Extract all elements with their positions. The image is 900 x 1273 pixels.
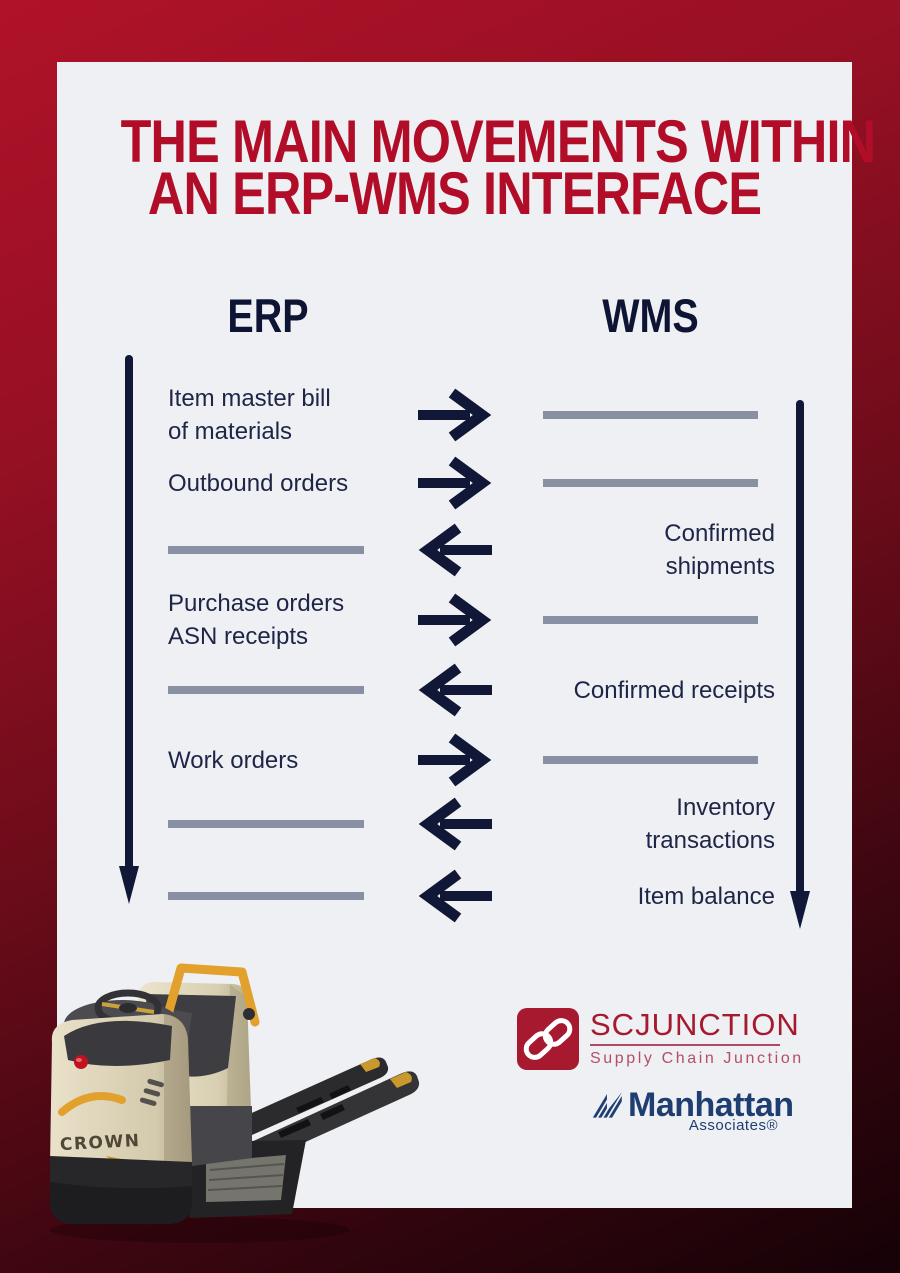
flow-row: Item master bill of materials <box>57 380 852 450</box>
title-line-1: THE MAIN MOVEMENTS WITHIN <box>120 108 876 175</box>
wms-label: Confirmed shipments <box>664 520 775 580</box>
arrow-right-icon <box>418 456 492 510</box>
rear-body: CROWN <box>50 989 192 1224</box>
scjunction-wordmark: SCJUNCTION Supply Chain Junction <box>590 1007 804 1068</box>
mast-handle <box>162 963 260 1027</box>
wms-label: Confirmed receipts <box>573 676 775 704</box>
wms-line <box>543 756 758 764</box>
erp-label: Item master bill of materials <box>168 385 331 445</box>
arrow-right-icon <box>418 388 492 442</box>
erp-line <box>168 892 364 900</box>
striped-peaks-icon <box>592 1092 622 1118</box>
forklift-image: CROWN <box>50 963 420 1243</box>
step-grid <box>207 1163 285 1191</box>
scjunction-tagline: Supply Chain Junction <box>590 1050 804 1067</box>
flow-row: Inventory transactions <box>57 789 852 859</box>
erp-label: Purchase orders ASN receipts <box>168 590 345 650</box>
flow-row: Purchase orders ASN receipts <box>57 585 852 655</box>
scjunction-logo: SCJUNCTION Supply Chain Junction <box>517 1007 804 1070</box>
arrow-left-icon <box>418 797 492 851</box>
flow-row: Confirmed receipts <box>57 655 852 725</box>
flow-row: Work orders <box>57 725 852 795</box>
arrow-left-icon <box>418 869 492 923</box>
arrow-down-icon <box>790 400 810 929</box>
wms-line <box>543 479 758 487</box>
arrow-down-icon <box>119 355 139 904</box>
page-title: THE MAIN MOVEMENTS WITHIN AN ERP-WMS INT… <box>57 108 876 227</box>
scjunction-name: SCJUNCTION <box>590 1007 800 1042</box>
erp-line <box>168 820 364 828</box>
manhattan-name: Manhattan <box>628 1086 794 1124</box>
wms-line <box>543 616 758 624</box>
manhattan-associates-text: Associates® <box>688 1117 778 1134</box>
wms-label: Inventory transactions <box>645 794 775 854</box>
arrow-right-icon <box>418 733 492 787</box>
title-line-2: AN ERP-WMS INTERFACE <box>147 160 762 227</box>
scjunction-divider <box>590 1044 780 1046</box>
vents <box>139 1078 164 1106</box>
erp-line <box>168 686 364 694</box>
grab-bar <box>58 1092 126 1116</box>
flow-row: Outbound orders <box>57 448 852 518</box>
crown-brand-text: CROWN <box>59 1131 140 1155</box>
erp-label: Outbound orders <box>168 469 349 497</box>
wms-line <box>543 411 758 419</box>
wms-label: Item balance <box>637 882 775 910</box>
erp-label: Work orders <box>168 746 299 774</box>
erp-line <box>168 546 364 554</box>
chain-link-icon <box>517 1008 579 1070</box>
arrow-right-icon <box>418 593 492 647</box>
flow-row: Item balance <box>57 861 852 931</box>
flow-row: Confirmed shipments <box>57 515 852 585</box>
column-header-wms: WMS <box>602 289 699 342</box>
arrow-left-icon <box>418 523 492 577</box>
manhattan-logo: Manhattan Associates® <box>592 1086 794 1136</box>
emergency-button <box>74 1055 88 1069</box>
column-header-erp: ERP <box>227 289 309 342</box>
arrow-left-icon <box>418 663 492 717</box>
